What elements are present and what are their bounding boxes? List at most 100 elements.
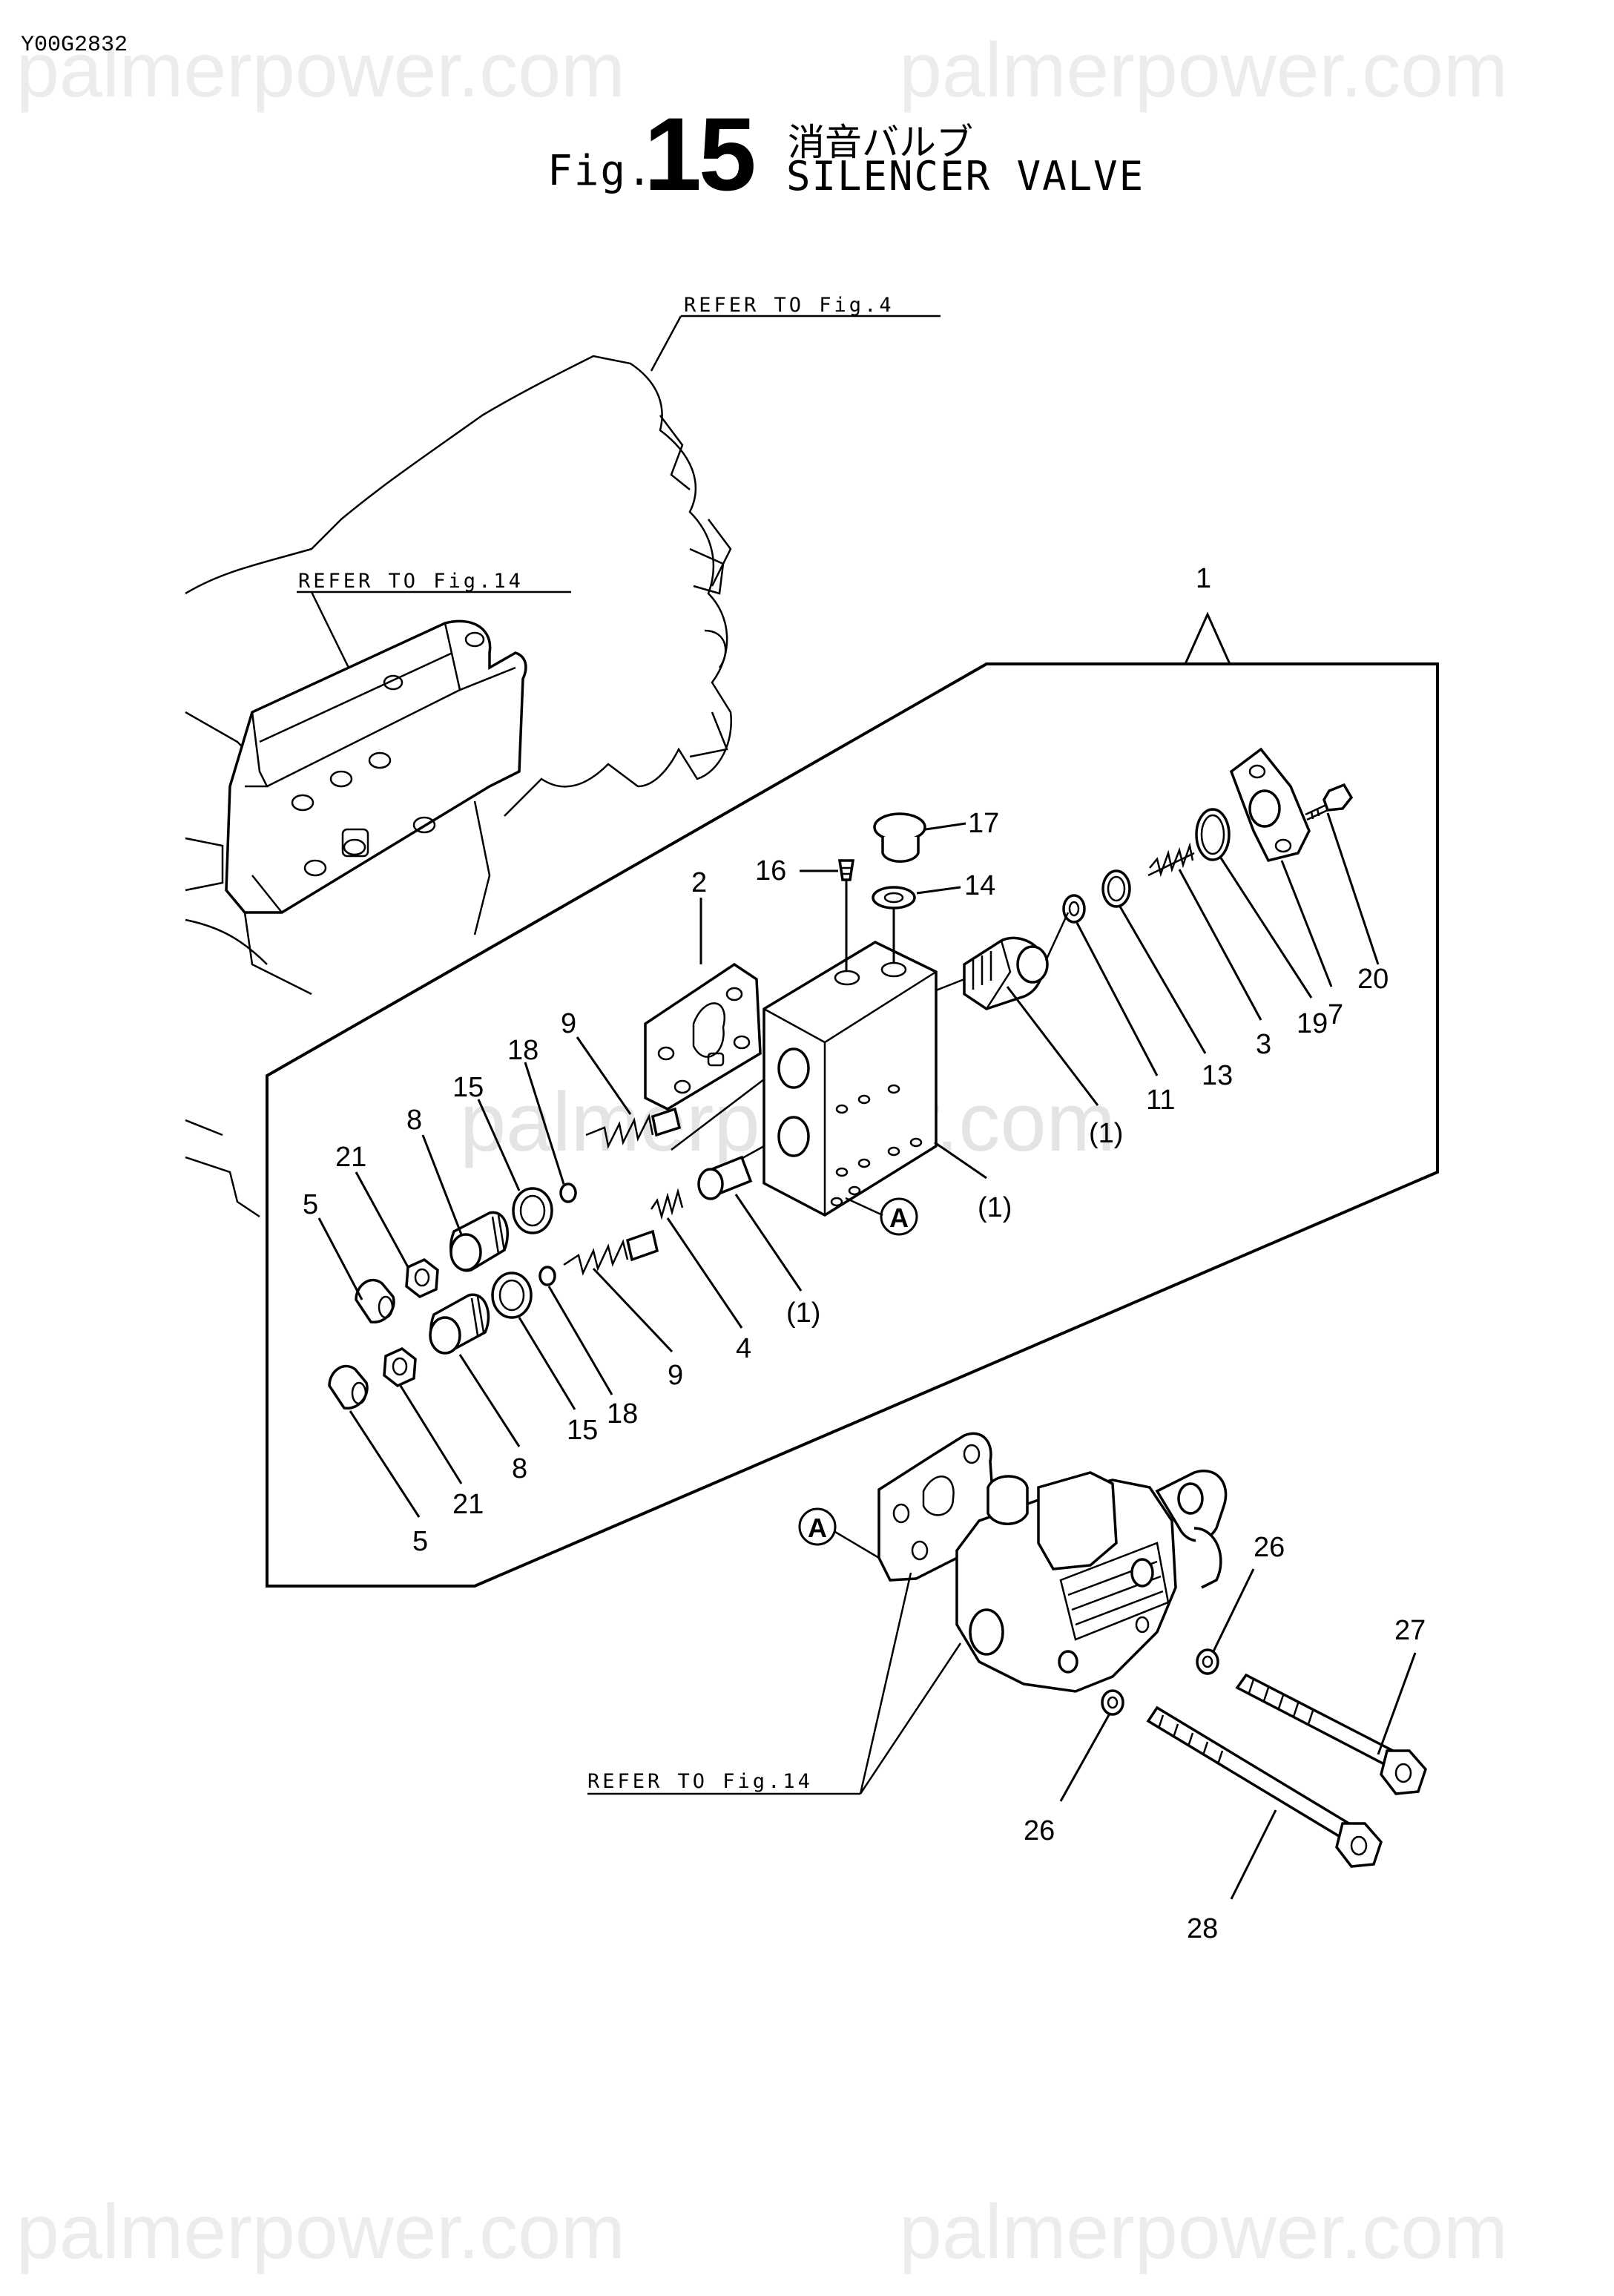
leader-a-body (845, 1197, 883, 1217)
figure-title: SILENCER VALVE (786, 153, 1145, 200)
refer-fig14-top-label: REFER TO Fig.14 (298, 570, 524, 593)
callout-21-lower: 21 (452, 1489, 484, 1520)
nut-21-lower (383, 1346, 417, 1388)
bolt-28 (1146, 1705, 1383, 1868)
spool-right (963, 936, 1049, 1010)
bolt-20 (1305, 783, 1354, 821)
leader-9-lower (592, 1267, 673, 1353)
leader-11 (1076, 922, 1159, 1076)
valve-body (762, 941, 938, 1217)
spring-3 (1147, 842, 1195, 878)
refer-fig4-label: REFER TO Fig.4 (684, 294, 895, 317)
leader-27 (1377, 1652, 1417, 1755)
washer-26-upper (1196, 1648, 1219, 1675)
callout-2: 2 (691, 867, 707, 898)
watermark-bottom-right: palmerpower.com (899, 2189, 1508, 2275)
sleeve-p1-left (697, 1155, 753, 1200)
washer-15-upper (512, 1187, 553, 1234)
callout-1: 1 (1196, 563, 1211, 594)
leader-8-lower (458, 1354, 521, 1447)
washer-14 (872, 886, 916, 909)
leader-fig14-top (297, 591, 571, 668)
cover-7 (1229, 747, 1311, 863)
fig14-bracket-top (225, 619, 527, 996)
circled-marker-a-lower-label: A (808, 1513, 827, 1543)
callout-14: 14 (964, 870, 995, 901)
leader-8-upper (421, 1134, 463, 1235)
leader-14 (892, 886, 961, 963)
leader-fig4 (650, 315, 941, 372)
callout-p1-left: (1) (786, 1297, 820, 1329)
callout-13: 13 (1202, 1060, 1233, 1091)
callout-26-lower: 26 (1024, 1815, 1055, 1846)
watermark-top-right: palmerpower.com (899, 27, 1508, 114)
callout-21-upper: 21 (335, 1142, 366, 1173)
leader-9-upper (576, 1036, 632, 1115)
callout-7: 7 (1328, 999, 1343, 1030)
leader-5-upper (317, 1217, 363, 1300)
pump-assembly (877, 1432, 1228, 1693)
plug-8-lower (429, 1293, 490, 1355)
callout-27: 27 (1394, 1615, 1426, 1646)
callout-5-upper: 5 (303, 1189, 318, 1220)
callout-8-upper: 8 (406, 1105, 422, 1136)
callout-17: 17 (968, 808, 999, 839)
callout-9-upper: 9 (561, 1008, 576, 1039)
document-code: Y00G2832 (21, 33, 128, 58)
circled-marker-a-body (880, 1197, 918, 1236)
bolt-27 (1235, 1673, 1427, 1795)
callout-19: 19 (1297, 1008, 1328, 1039)
nut-21-upper (405, 1257, 439, 1299)
leader-5-lower (349, 1410, 421, 1518)
oring-18-upper (559, 1182, 577, 1203)
callout-26-upper: 26 (1254, 1532, 1285, 1563)
cap-5-lower (328, 1364, 369, 1409)
watermark-bottom-left: palmerpower.com (16, 2189, 625, 2275)
leader-17 (925, 822, 966, 831)
leader-21-lower (399, 1385, 463, 1484)
plug-17 (873, 812, 926, 863)
axis-lines-right (935, 912, 1070, 992)
callout-9-lower: 9 (668, 1360, 683, 1391)
leader-19 (1219, 856, 1313, 999)
callout-p1-right: (1) (1089, 1118, 1123, 1149)
washer-15-lower (491, 1272, 533, 1319)
callout-20: 20 (1357, 964, 1389, 995)
leader-20 (1326, 812, 1380, 965)
callout-1-bracket (1184, 611, 1231, 665)
leader-28 (1230, 1809, 1277, 1900)
callout-5-lower: 5 (412, 1526, 428, 1557)
leader-fig14-lower (587, 1572, 962, 1795)
leader-15-lower (518, 1317, 576, 1410)
leader-7 (1280, 860, 1333, 987)
leader-3 (1178, 869, 1262, 1021)
plug-8-upper (449, 1211, 509, 1272)
oring-18-lower (538, 1266, 556, 1286)
circled-marker-a-lower (798, 1507, 837, 1546)
callout-18-upper: 18 (507, 1035, 538, 1066)
oring-13 (1101, 869, 1131, 908)
leader-26-lower (1059, 1713, 1111, 1802)
callout-16: 16 (755, 855, 786, 887)
leader-p1-body (934, 1141, 987, 1180)
figure-title-japanese: 消音バルブ (788, 121, 973, 164)
callout-4: 4 (736, 1333, 751, 1364)
figure-prefix: Fig. (547, 147, 653, 195)
callout-18-lower: 18 (607, 1398, 638, 1430)
gasket-2 (644, 962, 762, 1111)
assembly-boundary (266, 662, 1439, 1588)
ring-11 (1062, 894, 1086, 924)
refer-fig14-lower-label: REFER TO Fig.14 (587, 1770, 813, 1793)
watermark-top-left: palmerpower.com (16, 27, 625, 114)
callout-15-lower: 15 (567, 1415, 598, 1446)
plug-16 (837, 859, 855, 881)
callout-8-lower: 8 (512, 1453, 527, 1484)
circled-marker-a-body-label: A (889, 1203, 909, 1233)
spool-9-lower (563, 1229, 659, 1276)
engine-outline (185, 355, 733, 1218)
leader-4 (666, 1217, 743, 1329)
callout-3: 3 (1256, 1029, 1271, 1060)
leader-18-upper (524, 1062, 565, 1185)
callout-28: 28 (1187, 1913, 1218, 1944)
